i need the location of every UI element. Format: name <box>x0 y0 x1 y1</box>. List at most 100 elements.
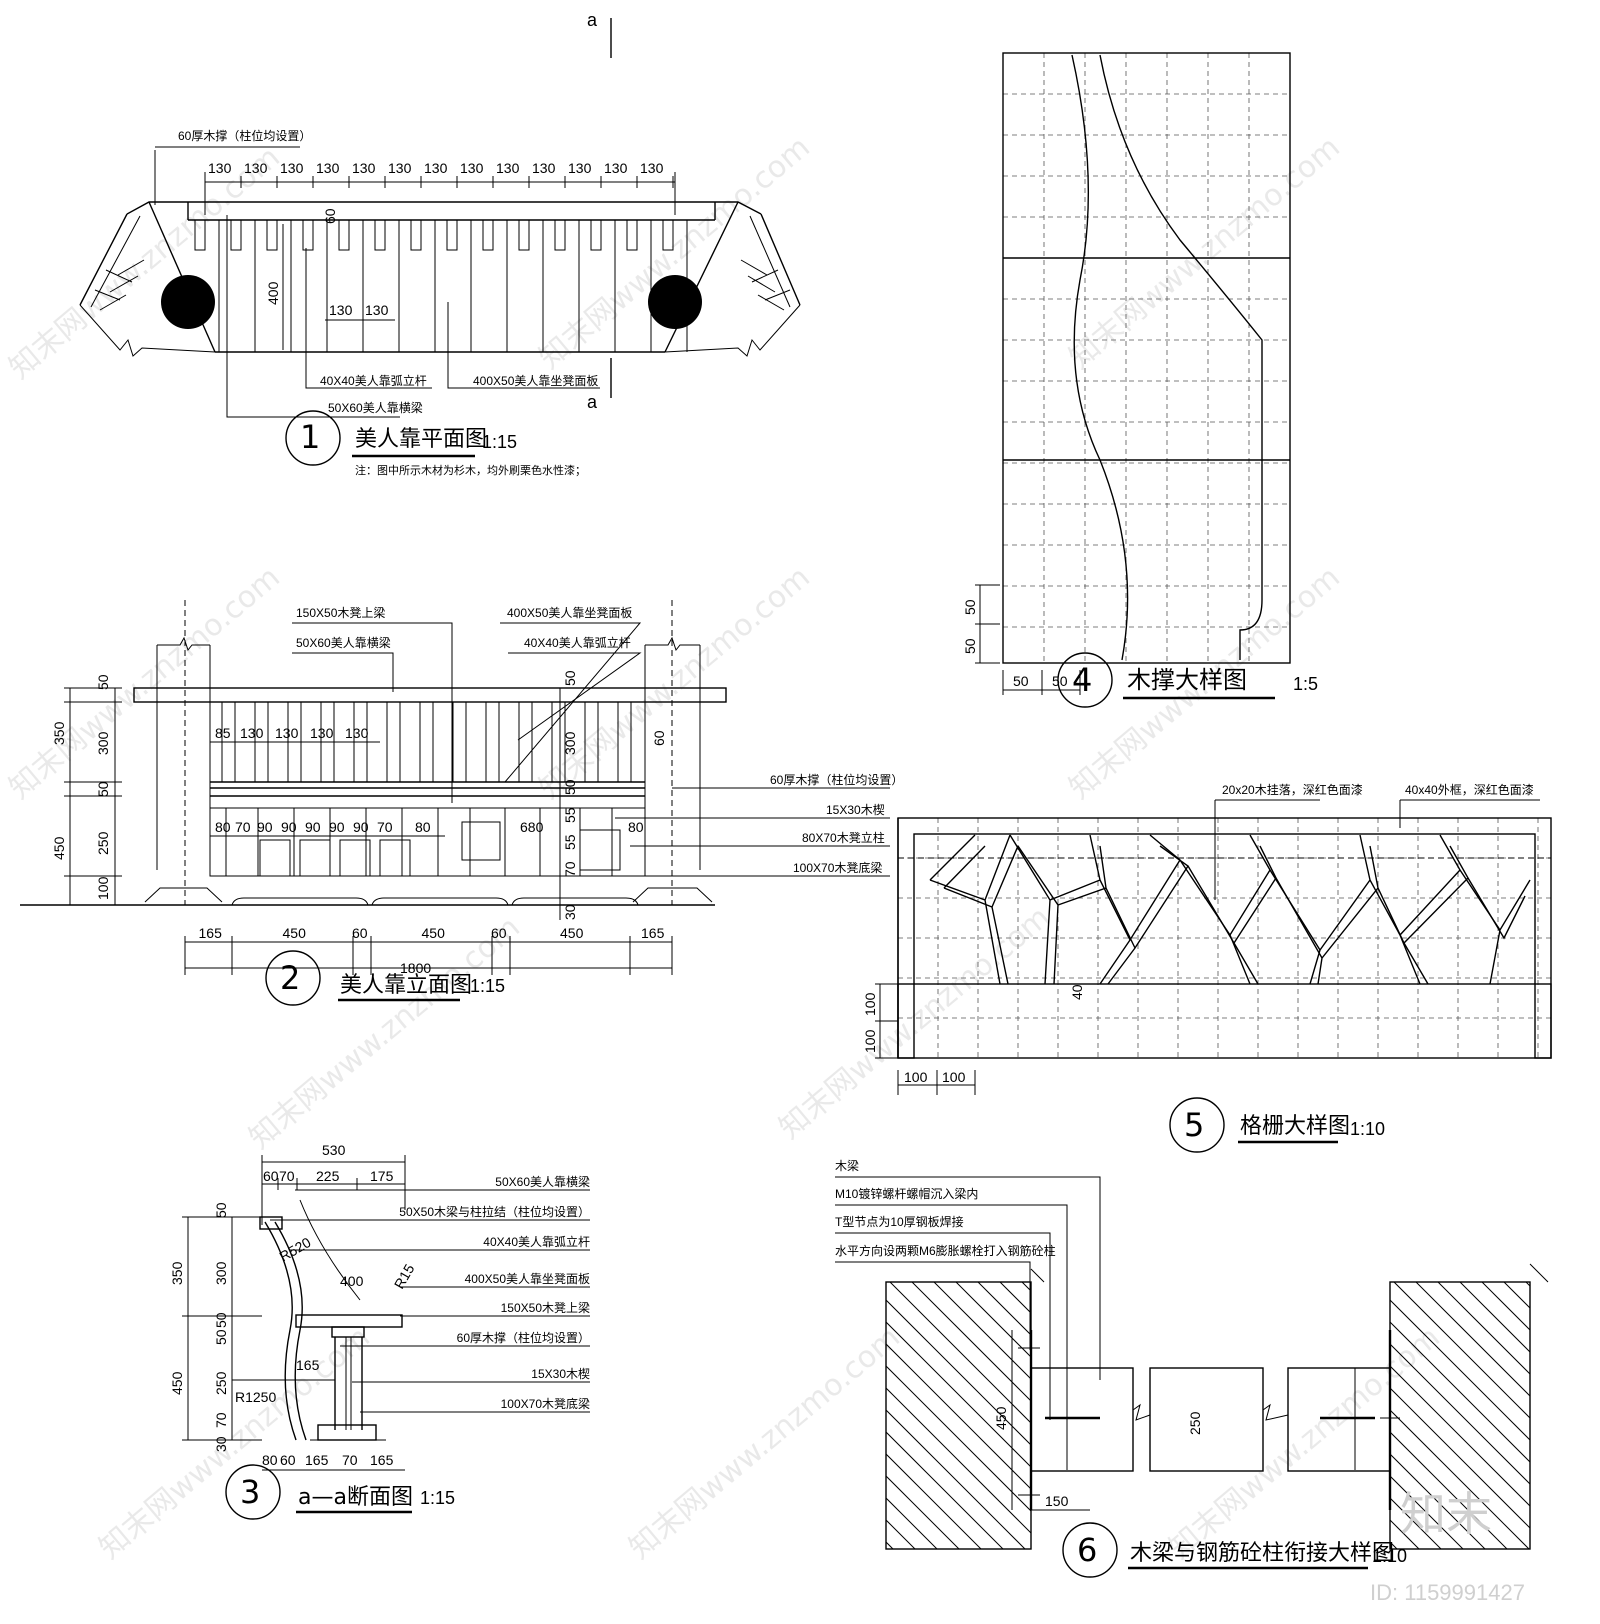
dimension-text: 70 <box>235 819 251 835</box>
label-strut: 60厚木撑（柱位均设置） <box>178 128 311 143</box>
watermark-text: 知末网www.znzmo.com <box>93 1320 377 1566</box>
dimension-total: 1800 <box>400 960 431 976</box>
dimension-text: 250 <box>213 1371 229 1395</box>
lattice-detail-view: 20x20木挂落，深红色面漆 40x40外框，深红色面漆 100 100 100… <box>862 782 1552 1153</box>
dimension-text: 300 <box>562 731 578 755</box>
label-strut: 60厚木撑（柱位均设置） <box>770 772 903 787</box>
dimension-text: 450 <box>51 836 67 860</box>
dimension-text: 80 <box>215 819 231 835</box>
drawing-number-circle <box>225 1464 281 1520</box>
dimension-text: 60 <box>651 730 667 746</box>
dimension-text: 55 <box>562 807 578 823</box>
dimension-text: 50 <box>213 1202 229 1218</box>
joint-detail-view: 木梁 M10镀锌螺杆螺帽沉入梁内 T型节点为10厚钢板焊接 水平方向设两颗M6膨… <box>835 1158 1549 1578</box>
slat <box>410 219 422 251</box>
rod <box>518 701 533 783</box>
rod <box>386 701 401 783</box>
slat <box>662 219 674 251</box>
drawing-title: 木梁与钢筋砼柱衔接大样图 <box>1130 1541 1394 1566</box>
dimension-text: 50 <box>95 781 111 797</box>
dimension-text: 450 <box>422 925 446 941</box>
label-seat: 400X50美人靠坐凳面板 <box>507 605 632 620</box>
dimension-text: 130 <box>568 160 592 176</box>
dimension-text: 130 <box>460 160 484 176</box>
id-watermark: ID: 1159991427 <box>1370 1580 1525 1605</box>
section-letter: a <box>587 392 598 412</box>
dimension-text: 130 <box>532 160 556 176</box>
section-mark-bottom: a <box>587 358 612 412</box>
slat <box>302 219 314 251</box>
section-label: 400X50美人靠坐凳面板 <box>465 1271 590 1286</box>
dimension-text: 80 <box>415 819 431 835</box>
slat <box>338 219 350 251</box>
dimension-text: 400 <box>340 1273 364 1289</box>
slat <box>230 219 242 251</box>
label-anchor: 水平方向设两颗M6膨胀螺栓打入钢筋砼柱 <box>835 1243 1056 1258</box>
dimension-text: 130 <box>208 160 232 176</box>
slat <box>446 219 458 251</box>
drawing-scale: 1:15 <box>470 976 505 996</box>
dimension-text: 130 <box>388 160 412 176</box>
rod <box>617 701 632 783</box>
dimension-text: 175 <box>370 1168 394 1184</box>
drawing-number: 1 <box>300 418 320 456</box>
label-plate: T型节点为10厚钢板焊接 <box>835 1214 964 1229</box>
rod <box>551 701 566 783</box>
dimension-text: 60 <box>491 925 507 941</box>
dimension-text: 130 <box>240 725 264 741</box>
slat <box>374 219 386 251</box>
dimension-text: 100 <box>862 992 878 1016</box>
section-label: 50X50木梁与柱拉结（柱位均设置） <box>399 1204 590 1219</box>
drawing-number: 3 <box>240 1473 260 1511</box>
dimension-text: 50 <box>213 1329 229 1345</box>
dimension-text: 70 <box>279 1168 295 1184</box>
dimension-text: 70 <box>377 819 393 835</box>
dimension-text: 300 <box>95 731 111 755</box>
drawing-number: 4 <box>1072 661 1092 699</box>
dimension-text: 50 <box>213 1312 229 1328</box>
watermark-text: 知末网www.znzmo.com <box>3 560 287 806</box>
drawing-title: 美人靠平面图 <box>355 427 487 452</box>
dimension-text: 350 <box>169 1261 185 1285</box>
rod <box>485 701 500 783</box>
dimension-text: 130 <box>329 302 353 318</box>
label-base-beam: 100X70木凳底梁 <box>793 860 882 875</box>
section-label: 60厚木撑（柱位均设置） <box>457 1330 590 1345</box>
label-post: 80X70木凳立柱 <box>802 830 885 845</box>
dimension-text: 85 <box>215 725 231 741</box>
dimension-text: 60 <box>322 208 338 224</box>
dimension-text: 100 <box>862 1029 878 1053</box>
dimension-text: 450 <box>560 925 584 941</box>
dimension-text: 50 <box>1013 673 1029 689</box>
label-cross-beam: 50X60美人靠横梁 <box>296 635 391 650</box>
slat <box>266 219 278 251</box>
drawing-number: 6 <box>1077 1531 1097 1569</box>
dimension-text: 680 <box>520 819 544 835</box>
dimension-text: 130 <box>345 725 369 741</box>
dimension-text: 130 <box>310 725 334 741</box>
label-top-beam: 150X50木凳上梁 <box>296 605 385 620</box>
dimension-text: 100 <box>942 1069 966 1085</box>
dimension-text: 50 <box>962 638 978 654</box>
dimension-text: 50 <box>562 779 578 795</box>
label-seat: 400X50美人靠坐凳面板 <box>473 373 598 388</box>
slat <box>554 219 566 251</box>
dimension-text: 130 <box>244 160 268 176</box>
dimension-text: 130 <box>352 160 376 176</box>
dimension-text: 450 <box>169 1371 185 1395</box>
label-beam: 木梁 <box>835 1158 859 1173</box>
brand-watermark: 知末 <box>1400 1487 1492 1541</box>
watermark-text: 知末网www.znzmo.com <box>3 140 287 386</box>
section-letter: a <box>587 10 598 30</box>
dimension-text: 165 <box>305 1452 329 1468</box>
dimension-text: 70 <box>213 1412 229 1428</box>
label-inner-lattice: 20x20木挂落，深红色面漆 <box>1222 782 1363 797</box>
watermark-text: 知末网www.znzmo.com <box>623 1320 907 1566</box>
dimension-text: 165 <box>296 1357 320 1373</box>
strut-detail-view: 50 50 50 50 4 木撑大样图 1:5 <box>962 52 1318 708</box>
dimension-text: 70 <box>342 1452 358 1468</box>
